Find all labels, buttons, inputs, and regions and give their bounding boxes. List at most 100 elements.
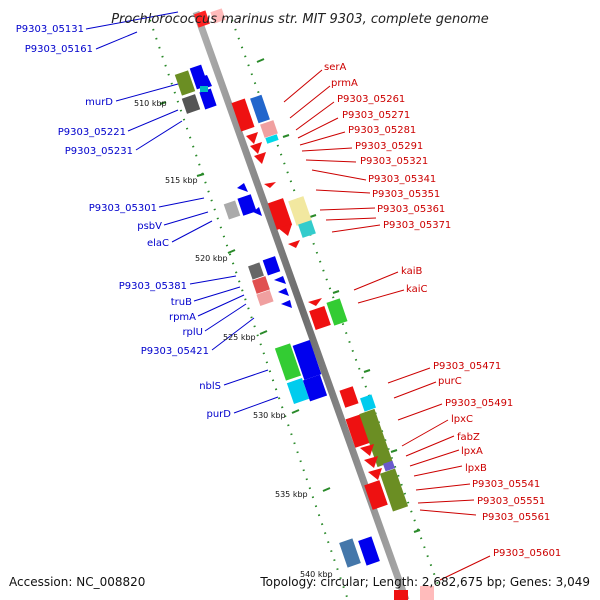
gene-label: purD [207,409,232,420]
gene-block [379,468,409,512]
left-gene-labels: P9303_05131 P9303_05161 murD P9303_05221… [16,24,232,420]
scale-labels: 510 kbp 515 kbp 520 kbp 525 kbp 530 kbp … [134,99,333,579]
scale-label: 530 kbp [253,411,286,420]
gene-label: murD [85,97,113,108]
gene-arrow [288,240,300,248]
gene-block [339,538,361,568]
gene-label: P9303_05491 [445,398,513,409]
topology-text: Topology: circular; Length: 2,682,675 bp… [259,575,590,589]
gene-block [274,343,302,381]
gene-label: elaC [147,238,169,249]
reverse-genes [194,8,434,600]
gene-label: P9303_05321 [360,156,428,167]
gene-label: kaiC [406,284,428,295]
right-leader-lines [283,69,491,581]
scale-label: 535 kbp [275,490,308,499]
gene-label: P9303_05381 [119,281,187,292]
scale-label: 540 kbp [300,570,333,579]
gene-block [250,94,270,124]
gene-block [382,460,396,472]
gene-label: P9303_05421 [141,346,209,357]
gene-block [292,340,322,380]
gene-label: P9303_05271 [342,110,410,121]
gene-block [248,262,264,280]
scale-label: 525 kbp [223,333,256,342]
gene-arrow [274,276,286,284]
gene-label: fabZ [457,432,480,443]
gene-label: P9303_05341 [368,174,436,185]
gene-label: rplU [182,327,203,338]
scale-label: 520 kbp [195,254,228,263]
gene-block [174,70,196,96]
gene-label: truB [171,297,192,308]
gene-block [288,196,312,226]
gene-block [194,10,210,28]
gene-label: P9303_05301 [89,203,157,214]
gene-block [252,276,270,294]
gene-label: P9303_05471 [433,361,501,372]
gene-block [262,256,281,276]
gene-arrow [246,132,258,144]
gene-label: lpxB [465,463,487,474]
gene-arrow [364,456,378,468]
gene-label: P9303_05291 [355,141,423,152]
gene-label: lpxA [461,446,483,457]
gene-label: P9303_05261 [337,94,405,105]
scale-label: 510 kbp [134,99,167,108]
gene-arrow [254,152,266,164]
gene-label: P9303_05281 [348,125,416,136]
gene-arrow [281,300,292,308]
gene-arrow [253,207,262,216]
gene-block [309,305,331,331]
gene-block [302,374,328,402]
gene-block [360,394,376,412]
scale-ticks [159,58,421,533]
gene-block [420,586,434,600]
gene-block [359,408,393,468]
gene-label: rpmA [169,312,196,323]
gene-arrow [250,142,262,154]
gene-label: P9303_05351 [372,189,440,200]
gene-arrow [264,182,276,188]
gene-block [298,220,316,238]
gene-block [364,480,388,510]
gene-block [339,386,359,408]
gene-label: purC [438,376,462,387]
gene-block [260,120,278,138]
gene-block [199,88,217,110]
gene-label: P9303_05601 [493,548,561,559]
gene-label: P9303_05371 [383,220,451,231]
gene-block [265,134,279,144]
gene-block [345,414,371,448]
gene-label: P9303_05551 [477,496,545,507]
gene-block [231,98,255,132]
gene-block [210,8,226,24]
left-leader-lines [85,11,279,414]
gene-block [200,86,208,92]
gene-label: P9303_05161 [25,44,93,55]
gene-block [286,377,310,405]
gene-block [394,590,408,600]
gene-label: P9303_05221 [58,127,126,138]
gene-label: P9303_05561 [482,512,550,523]
gene-label: kaiB [401,266,423,277]
right-gene-labels: serA prmA P9303_05261 P9303_05271 P9303_… [324,62,561,559]
gene-arrow [278,224,292,236]
gene-label: serA [324,62,346,73]
gene-block [223,200,241,220]
gene-label: P9303_05131 [16,24,84,35]
gene-label: P9303_05231 [65,146,133,157]
gene-label: lpxC [451,414,473,425]
gene-block [256,290,274,306]
gene-arrow [360,444,374,456]
gene-label: P9303_05361 [377,204,445,215]
gene-arrow [368,468,382,480]
gene-block [181,94,201,114]
scale-label: 515 kbp [165,176,198,185]
gene-block [237,194,257,216]
gene-label: P9303_05541 [472,479,540,490]
gene-arrow [237,183,248,192]
gene-label: nblS [199,381,221,392]
gene-label: prmA [331,78,358,89]
